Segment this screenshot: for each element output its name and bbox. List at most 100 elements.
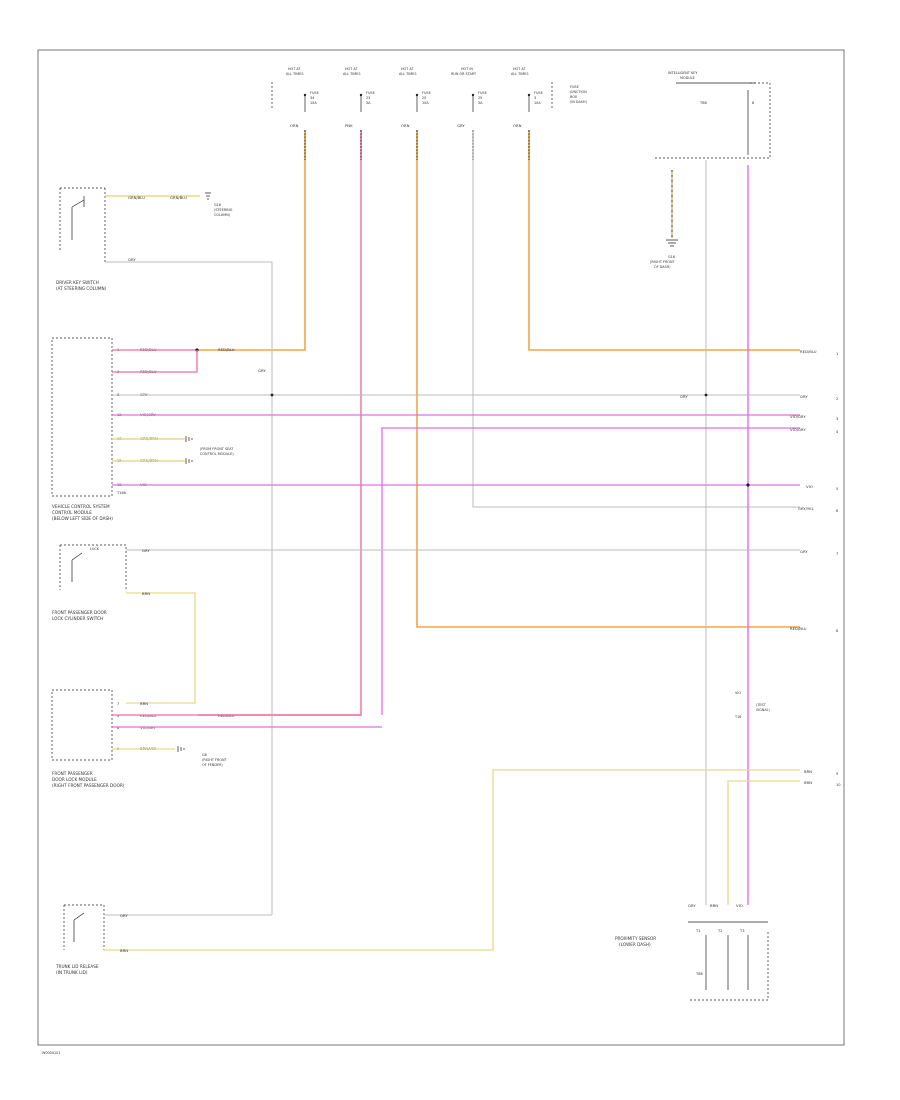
rc-wire-7: GRY	[800, 549, 808, 554]
dks-switch-contact	[71, 196, 85, 208]
ps-outline	[688, 932, 769, 1001]
ps-title-2: (LOWER DASH)	[619, 942, 651, 947]
rc-pin-4: 4	[836, 430, 839, 434]
ikm-title-2: MODULE	[680, 76, 695, 80]
dlm-pin-3: 3	[117, 714, 119, 718]
rc-wire-6: GRY/YEL	[798, 506, 815, 511]
tlr-wire-2: BRN	[120, 948, 128, 953]
fuse-block-label-3: BOX	[570, 95, 578, 99]
trunk-lid-release: GRY BRN TRUNK LID RELEASE (IN TRUNK LID)	[55, 769, 800, 975]
dks-wire-1-b: GRN/BLU	[170, 195, 187, 200]
ps-pin-1: T1	[695, 929, 700, 933]
ikm-ground-2: (RIGHT FRONT	[650, 260, 676, 264]
fuse-5-header-2: ALL TIMES	[511, 72, 528, 76]
tlr-outline	[63, 904, 105, 950]
wire-fuse4-gray	[472, 130, 800, 508]
fuse-2-line-1: FUSE	[366, 91, 375, 95]
rc-pin-6: 6	[836, 509, 839, 513]
tlr-title-1: TRUNK LID RELEASE	[55, 964, 99, 969]
fuse-1-header-1: HOT AT	[288, 67, 301, 71]
dks-title-1: DRIVER KEY SWITCH	[56, 280, 99, 285]
vcs-connector: T16b	[116, 491, 127, 495]
dlm-outline	[51, 689, 113, 761]
dlcs-title-2: LOCK CYLINDER SWITCH	[52, 616, 103, 621]
gray-splice-dot	[270, 393, 274, 397]
dlm-pin-8: 8	[117, 726, 120, 730]
fuse-3-line-1: FUSE	[422, 91, 431, 95]
ps-pin-2: T2	[717, 929, 722, 933]
fuse-group-5: HOT AT ALL TIMES FUSE 3 10A ORN	[511, 67, 553, 128]
rc-pin-10: 10	[836, 783, 841, 787]
fuse-4-line-1: FUSE	[478, 91, 487, 95]
fuse-3-header-2: ALL TIMES	[399, 72, 416, 76]
fuse-1-wire-code: ORN	[290, 123, 299, 128]
vcs-note-2: CONTROL MODULE)	[200, 452, 234, 456]
vcs-control-module: 1 RED/BLU 3 RED/BLU 8 GRY 12 VIO/GRY 13 …	[51, 337, 235, 521]
rc-wire-1: RED/BLU	[800, 349, 817, 354]
fuse-5-header-1: HOT AT	[513, 67, 526, 71]
ps-wire-3: VIO	[736, 903, 743, 908]
fuse-2-line-2: 23	[366, 96, 370, 100]
ikm-pin: T86	[699, 101, 707, 105]
vcs-pin15-ground	[185, 458, 193, 464]
dlm-ground-symbol	[177, 746, 185, 752]
wire-fuse2-pink	[198, 130, 362, 716]
ikm-pin-right: 8	[752, 101, 755, 105]
dlcs-status: LOCK	[90, 547, 100, 551]
ikm-ground-1: G18	[668, 255, 675, 259]
door-lock-module: 7 BRN 3 RED/BLU 8 VIO/GRY 9 BRN/VIO RED/…	[51, 689, 382, 788]
proximity-sensor: GRY BRN VIO T1 T2 T3 T86 PROXIMITY SENSO…	[615, 903, 769, 1001]
rc-pin-9: 9	[836, 772, 839, 776]
fuse-5-line-1: FUSE	[534, 91, 543, 95]
dlcs-wire-2: BRN	[142, 591, 150, 596]
dlm-ground-2: (RIGHT FRONT	[202, 758, 228, 762]
driver-key-switch: GRN/BLU GRN/BLU G16 (STEERING COLUMN) GR…	[56, 187, 273, 915]
vio-tag: VIO	[735, 691, 741, 695]
wire-dlcs-brn	[126, 592, 196, 704]
tlr-contact	[73, 912, 85, 921]
vcs-note-1: (FROM FRONT SEAT	[200, 447, 234, 451]
fuse-1-line-1: FUSE	[310, 91, 319, 95]
door-lock-cylinder-switch: LOCK GRY BRN FRONT PASSENGER DOOR LOCK C…	[52, 544, 800, 704]
fuse-block-label-2: JUNCTION	[569, 90, 587, 94]
ikm-title-1: INTELLIGENT KEY	[668, 71, 698, 75]
fuse-block-label: FUSE JUNCTION BOX (IN DASH)	[569, 85, 588, 104]
rc-pin-7: 7	[836, 552, 838, 556]
dks-title-2: (AT STEERING COLUMN)	[56, 286, 107, 291]
fuse-1-header-2: ALL TIMES	[286, 72, 303, 76]
wire-proximity-brn	[727, 780, 800, 905]
rc-wire-4: VIO/GRY	[790, 427, 806, 432]
fuse-5-line-3: 10A	[534, 101, 541, 105]
wire-door-module-vio-gry	[381, 427, 800, 715]
rc-wire-10: BRN	[804, 780, 812, 785]
ps-wire-2: BRN	[710, 903, 718, 908]
rc-pin-8: 8	[836, 629, 839, 633]
wire-fuse3-orange	[416, 130, 800, 628]
dlm-title-3: (RIGHT FRONT PASSENGER DOOR)	[52, 783, 125, 788]
fuse-4-wire-code: GRY	[457, 123, 465, 128]
dks-wire-2: GRY	[128, 257, 136, 262]
dlm-wire-7: BRN	[140, 701, 148, 706]
wire-fuse5-orange	[528, 130, 800, 351]
gray-splice-dot-right	[704, 393, 708, 397]
vio-note-1: (TEST	[756, 703, 767, 707]
vcs-pin13-ground	[185, 436, 193, 442]
fuse-4-line-2: 29	[478, 96, 482, 100]
dlm-ground-1: G6	[202, 753, 207, 757]
ikm-ground-symbol	[666, 239, 678, 247]
fuse-2-wire-code: PNK	[345, 123, 353, 128]
dlcs-contact	[71, 552, 83, 561]
fuse-3-line-2: 20	[422, 96, 426, 100]
wire-tlr-brn	[104, 769, 800, 951]
vio-splice-dot	[746, 483, 750, 487]
rc-pin-2: 2	[836, 397, 838, 401]
rc-wire-5: VIO	[806, 484, 813, 489]
rc-pin-3: 3	[836, 417, 838, 421]
fuse-1-line-2: 34	[310, 96, 314, 100]
vcs-title-2: CONTROL MODULE	[52, 510, 92, 515]
fuse-2-line-3: 5A	[366, 101, 371, 105]
tlr-wire-1: GRY	[120, 913, 128, 918]
gray-center-label: GRY	[258, 368, 266, 373]
fuse-5-line-2: 3	[534, 96, 536, 100]
